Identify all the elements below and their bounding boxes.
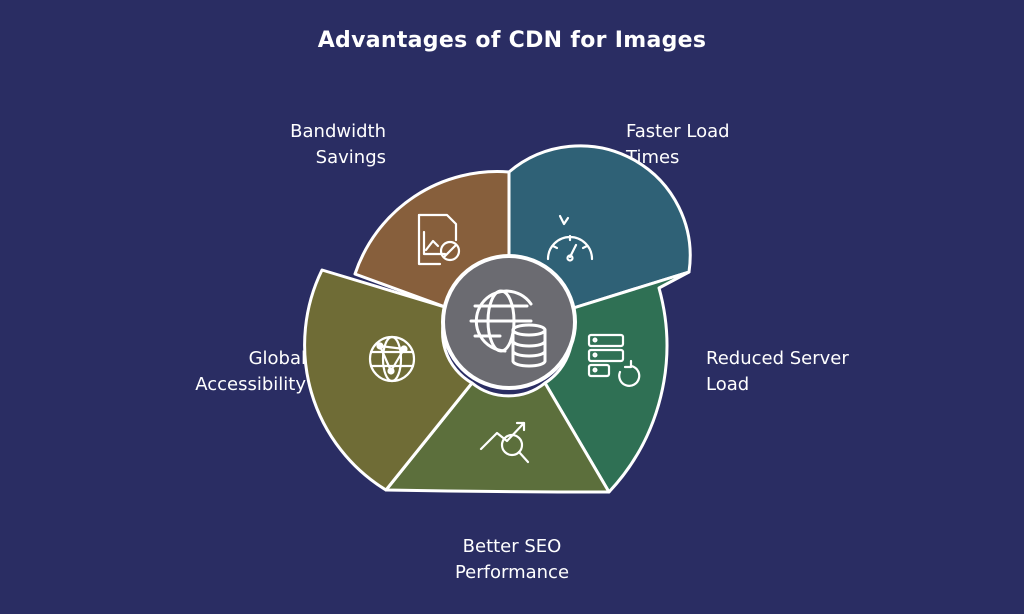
label-global-accessibility: Global Accessibility — [195, 348, 306, 395]
label-bandwidth-savings: Bandwidth Savings — [290, 121, 386, 168]
diagram-title: Advantages of CDN for Images — [317, 28, 707, 53]
speedometer-icon — [546, 214, 594, 262]
label-reduced-server-load: Reduced Server Load — [706, 348, 849, 395]
label-better-seo-performance: Better SEO Performance — [454, 536, 570, 583]
trend-search-icon — [479, 421, 530, 464]
chart-no-icon — [417, 213, 461, 266]
globe-database-icon — [469, 289, 547, 368]
globe-network-icon — [368, 335, 416, 383]
server-refresh-icon — [587, 333, 641, 387]
